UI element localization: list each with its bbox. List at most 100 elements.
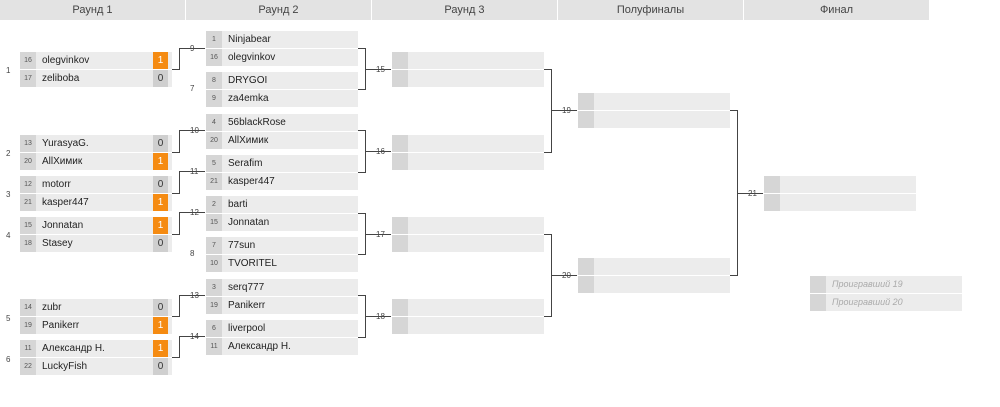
seed: 13 <box>20 135 36 152</box>
seed <box>392 317 408 334</box>
participant-row[interactable] <box>392 52 544 69</box>
match-18[interactable] <box>392 299 544 335</box>
match-number: 2 <box>6 149 11 158</box>
match-number: 18 <box>376 312 385 321</box>
connector-line <box>737 193 763 194</box>
seed: 16 <box>206 49 222 66</box>
match-17[interactable] <box>392 217 544 253</box>
participant-row[interactable] <box>578 111 730 128</box>
connector-line <box>179 336 205 337</box>
seed: 21 <box>206 173 222 190</box>
participant-row[interactable]: 21 kasper447 <box>206 173 358 190</box>
match-number: 3 <box>6 190 11 199</box>
match-number: 9 <box>190 44 195 53</box>
connector-line <box>179 48 180 70</box>
match-16[interactable] <box>392 135 544 171</box>
score: 0 <box>153 358 168 375</box>
connector-line <box>551 69 552 153</box>
participant-row[interactable]: Проигравший 19 <box>810 276 962 293</box>
seed: 6 <box>206 320 222 337</box>
match-21-final[interactable] <box>764 176 916 212</box>
participant-row[interactable] <box>578 276 730 293</box>
participant-row[interactable] <box>392 299 544 316</box>
match-number: 10 <box>190 126 199 135</box>
participant-row[interactable] <box>578 93 730 110</box>
player-name: kasper447 <box>228 176 275 187</box>
match-15[interactable] <box>392 52 544 88</box>
match-number: 21 <box>748 189 757 198</box>
match-third-place[interactable]: Проигравший 19 Проигравший 20 <box>810 276 962 312</box>
match-19[interactable] <box>578 93 730 129</box>
participant-row[interactable] <box>764 176 916 193</box>
participant-row[interactable] <box>578 258 730 275</box>
connector-line <box>544 69 551 70</box>
player-name: AllХимик <box>228 135 269 146</box>
connector-line <box>179 130 205 131</box>
player-name: zubr <box>42 302 62 313</box>
connector-line <box>179 212 180 235</box>
match-20[interactable] <box>578 258 730 294</box>
match-number: 14 <box>190 332 199 341</box>
participant-row[interactable] <box>392 217 544 234</box>
connector-line <box>179 48 205 49</box>
participant-row[interactable] <box>392 153 544 170</box>
participant-row[interactable] <box>392 317 544 334</box>
player-name: YurasyaG. <box>42 138 89 149</box>
participant-row[interactable] <box>764 194 916 211</box>
score: 1 <box>153 217 168 234</box>
participant-row[interactable] <box>392 235 544 252</box>
seed: 21 <box>20 194 36 211</box>
connector-line <box>179 295 180 317</box>
match-number: 7 <box>190 84 195 93</box>
player-name: Panikerr <box>228 300 266 311</box>
participant-row[interactable] <box>392 70 544 87</box>
participant-row[interactable] <box>392 135 544 152</box>
match-number: 19 <box>562 106 571 115</box>
player-name: Александр Н. <box>42 343 105 354</box>
seed <box>392 217 408 234</box>
match-number: 13 <box>190 291 199 300</box>
participant-row[interactable]: Проигравший 20 <box>810 294 962 311</box>
